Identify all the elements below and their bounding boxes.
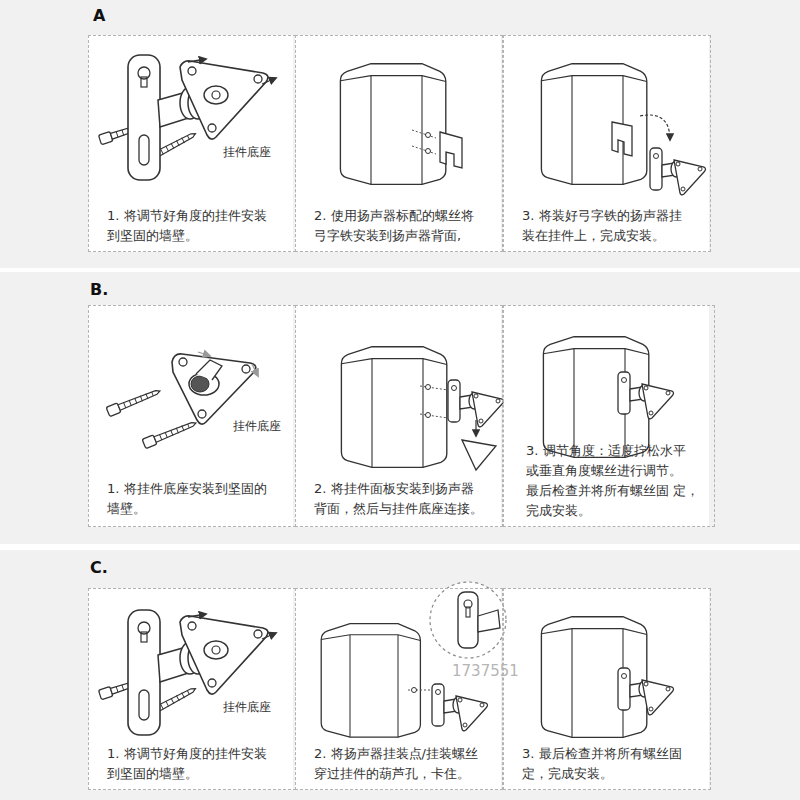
hook-plate bbox=[440, 132, 462, 168]
bracket-plate bbox=[458, 592, 478, 648]
wall-bracket bbox=[128, 610, 268, 735]
step-panel: 2. 将挂件面板安装到扬声器 背面，然后与挂件底座连接。 bbox=[295, 305, 503, 527]
part-label: 挂件底座 bbox=[223, 699, 271, 716]
panel-ground bbox=[503, 35, 709, 252]
bracket-arm bbox=[478, 610, 500, 632]
swivel-arm bbox=[196, 360, 222, 380]
speaker bbox=[541, 617, 646, 738]
hook-plate bbox=[612, 122, 632, 156]
step-panel: 2. 使用扬声器标配的螺丝将 弓字铁安装到扬声器背面, bbox=[295, 35, 503, 252]
rotate-arrow bbox=[252, 364, 258, 376]
wall-bracket bbox=[128, 55, 268, 180]
step-panel: 挂件底座 1. 将调节好角度的挂件安装 到坚固的墙壁。 bbox=[88, 588, 296, 790]
connect-arrow bbox=[475, 420, 476, 436]
screw bbox=[426, 413, 431, 418]
step-panel: 挂件底座 1. 将调节好角度的挂件安装 到坚固的墙壁。 bbox=[88, 35, 296, 252]
step-caption: 2. 将扬声器挂装点/挂装螺丝 穿过挂件的葫芦孔，卡住。 bbox=[314, 744, 499, 784]
base-triangle bbox=[462, 440, 496, 470]
step-caption: 1. 将挂件底座安装到坚固的 墙壁。 bbox=[107, 479, 292, 519]
panel-ground bbox=[295, 35, 501, 252]
small-bracket bbox=[618, 372, 674, 419]
small-bracket bbox=[448, 380, 504, 427]
screw bbox=[426, 133, 431, 138]
section-band: A 挂件底座 1. 将调节好角度的挂件安装 到坚固的墙壁。 2. 使用扬声器标配的螺丝… bbox=[0, 0, 800, 268]
step-caption: 1. 将调节好角度的挂件安装 到坚固的墙壁。 bbox=[107, 744, 292, 784]
rotate-arrow bbox=[262, 633, 276, 639]
section-band bbox=[0, 272, 800, 544]
rotate-arrow bbox=[188, 614, 206, 617]
panel-ground bbox=[88, 305, 293, 527]
step-caption: 2. 使用扬声器标配的螺丝将 弓字铁安装到扬声器背面, bbox=[314, 206, 499, 246]
step-panel: 3. 最后检查并将所有螺丝固 定，完成安装。 bbox=[503, 588, 711, 790]
section-band: C. 挂件底座 1. 将调节好角度的挂件安装 到坚固的墙壁。 2. 将扬声器挂装点/挂… bbox=[0, 550, 800, 800]
step-caption: 3. 调节角度：适度拧松水平 或垂直角度螺丝进行调节。 最后检查并将所有螺丝固 … bbox=[526, 441, 711, 521]
panel-ground bbox=[88, 35, 293, 252]
speaker bbox=[341, 347, 446, 468]
base-triangle bbox=[172, 354, 256, 424]
wall-base bbox=[172, 354, 256, 424]
small-bracket bbox=[618, 668, 674, 715]
screw bbox=[106, 386, 162, 416]
screw bbox=[426, 149, 431, 154]
small-bracket bbox=[650, 148, 706, 195]
panel-ground bbox=[295, 305, 501, 527]
rotate-arrow bbox=[262, 78, 276, 84]
small-bracket bbox=[432, 684, 488, 731]
step-panel: 挂件底座 1. 将挂件底座安装到坚固的 墙壁。 bbox=[88, 305, 296, 527]
section-heading: A bbox=[93, 6, 105, 25]
gourd-slot bbox=[466, 607, 470, 617]
panel-ground bbox=[295, 588, 501, 790]
hole bbox=[242, 365, 250, 373]
speaker bbox=[340, 64, 445, 185]
panel-ground bbox=[503, 588, 709, 790]
step-panel: 3. 调节角度：适度拧松水平 或垂直角度螺丝进行调节。 最后检查并将所有螺丝固 … bbox=[503, 305, 715, 527]
hole bbox=[179, 358, 187, 366]
screw-guide bbox=[412, 130, 436, 154]
step-panel: 2. 将扬声器挂装点/挂装螺丝 穿过挂件的葫芦孔，卡住。 bbox=[295, 588, 503, 790]
boss-core bbox=[191, 376, 209, 392]
screw bbox=[142, 418, 198, 448]
part-label: 挂件底座 bbox=[233, 418, 281, 435]
hole bbox=[198, 410, 206, 418]
magnifier-circle bbox=[430, 582, 506, 658]
part-label: 挂件底座 bbox=[223, 144, 271, 161]
step-caption: 3. 最后检查并将所有螺丝固 定，完成安装。 bbox=[522, 744, 707, 784]
watermark: 1737551 bbox=[452, 662, 519, 680]
section-band bbox=[0, 0, 800, 268]
screw-guide bbox=[420, 386, 448, 418]
speaker bbox=[321, 624, 420, 738]
step-caption: 1. 将调节好角度的挂件安装 到坚固的墙壁。 bbox=[107, 206, 292, 246]
rotate-arrow bbox=[198, 352, 210, 356]
step-caption: 2. 将挂件面板安装到扬声器 背面，然后与挂件底座连接。 bbox=[314, 479, 499, 519]
section-heading: B. bbox=[90, 280, 108, 299]
step-caption: 3. 将装好弓字铁的扬声器挂 装在挂件上，完成安装。 bbox=[522, 206, 707, 246]
section-band bbox=[0, 550, 800, 800]
section-band: B. 挂件底座 1. 将挂件底座安装到坚固的 墙壁。 2. 将挂件面板安装到扬声器 背… bbox=[0, 272, 800, 544]
section-heading: C. bbox=[90, 558, 108, 577]
screw bbox=[426, 385, 431, 390]
screw bbox=[412, 688, 417, 693]
panel-ground bbox=[88, 588, 293, 790]
hang-arrow bbox=[640, 115, 670, 140]
speaker bbox=[541, 64, 646, 185]
step-panel: 3. 将装好弓字铁的扬声器挂 装在挂件上，完成安装。 bbox=[503, 35, 711, 252]
rotate-arrow bbox=[188, 59, 206, 62]
